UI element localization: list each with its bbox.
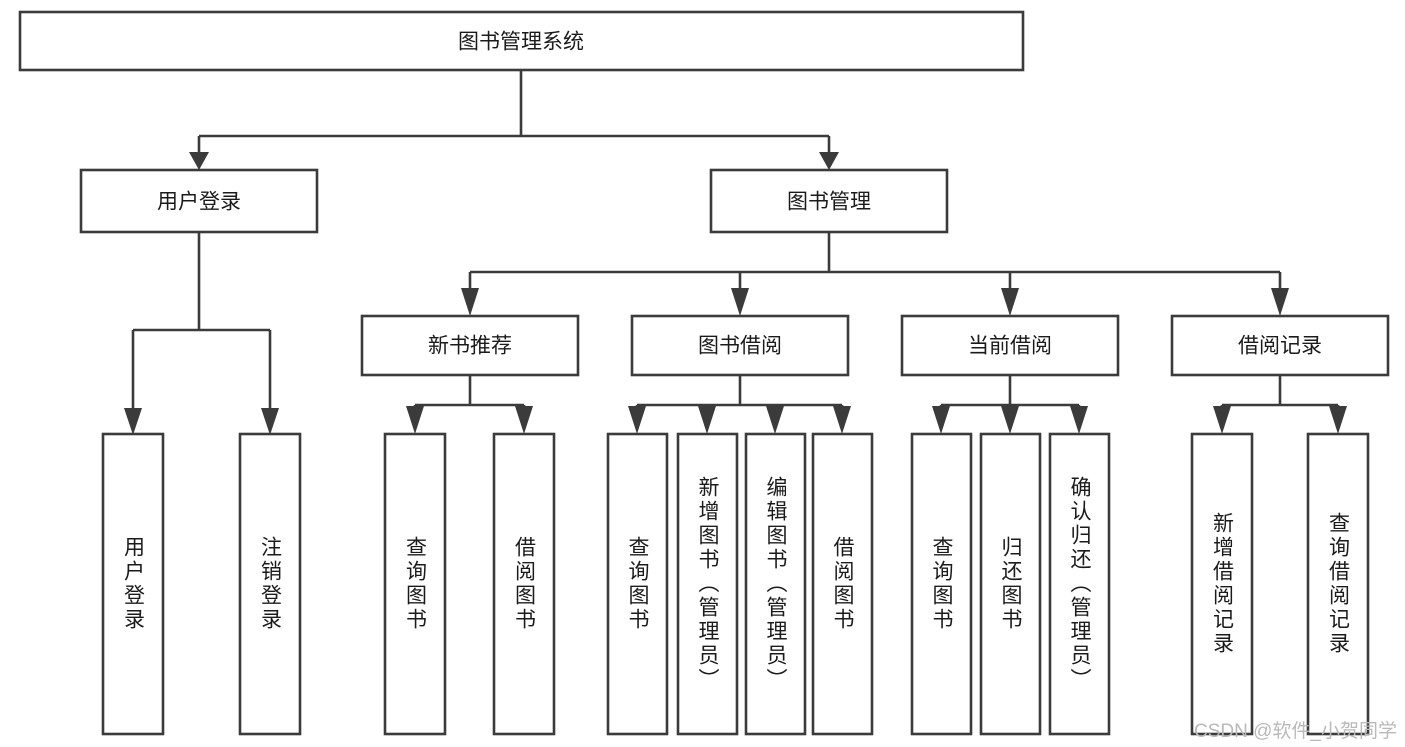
- connectors-borrowrecord-to-leaves: [1213, 375, 1347, 434]
- arrow-icon-leaf-logout: [261, 408, 279, 435]
- node-book-borrow-box[interactable]: [630, 314, 850, 377]
- arrow-icon-leaf-query-record: [1329, 406, 1347, 434]
- node-borrow-record[interactable]: 借阅记录: [1170, 314, 1390, 377]
- watermark-text: CSDN @软件_小贺同学: [1194, 721, 1397, 742]
- connectors-currentborrow-to-leaves: [932, 375, 1088, 434]
- arrow-icon-to-new-book-rec: [461, 288, 479, 316]
- leaf-box-return-book[interactable]: [979, 432, 1042, 736]
- connectors-bookborrow-to-leaves: [628, 375, 851, 434]
- leaf-box-borrow-book-b[interactable]: [811, 432, 874, 736]
- node-user-login[interactable]: 用户登录: [79, 168, 319, 234]
- node-book-borrow[interactable]: 图书借阅: [630, 314, 850, 377]
- arrow-icon-to-borrow-record: [1271, 288, 1289, 316]
- arrow-icon-leaf-add-record: [1213, 406, 1231, 434]
- leaf-box-logout[interactable]: [238, 432, 302, 736]
- node-new-book-rec-label: 新书推荐: [428, 335, 512, 358]
- arrow-icon-leaf-borrow-book-b: [833, 406, 851, 434]
- node-root[interactable]: 图书管理系统: [18, 10, 1025, 72]
- node-root-box[interactable]: [18, 10, 1025, 72]
- node-borrow-record-label: 借阅记录: [1238, 335, 1322, 358]
- arrow-icon-to-current-borrow: [1001, 288, 1019, 316]
- connectors-newbookrec-to-leaves: [406, 375, 533, 434]
- node-book-borrow-label: 图书借阅: [698, 335, 782, 358]
- node-current-borrow-label: 当前借阅: [968, 335, 1052, 358]
- node-user-login-box[interactable]: [79, 168, 319, 234]
- node-book-manage-box[interactable]: [709, 168, 949, 234]
- leaf-box-borrow-book-a[interactable]: [492, 432, 556, 736]
- leaf-box-confirm-return[interactable]: [1048, 432, 1111, 736]
- arrow-icon-to-book-borrow: [731, 288, 749, 316]
- arrow-icon-leaf-add-book: [698, 406, 716, 434]
- leaf-box-query-book-b[interactable]: [606, 432, 669, 736]
- arrow-icon-leaf-user-login: [124, 408, 142, 435]
- node-user-login-label: 用户登录: [157, 191, 241, 214]
- node-root-label: 图书管理系统: [458, 31, 584, 54]
- leaf-box-query-book-c[interactable]: [910, 432, 973, 736]
- leaf-box-add-book[interactable]: [676, 432, 739, 736]
- leaf-box-edit-book[interactable]: [744, 432, 807, 736]
- leaf-box-user-login[interactable]: [101, 432, 165, 736]
- node-book-manage[interactable]: 图书管理: [709, 168, 949, 234]
- arrow-icon-leaf-return-book: [1001, 406, 1019, 434]
- leaf-box-add-record[interactable]: [1190, 432, 1254, 736]
- arrow-icon-leaf-query-book-b: [628, 406, 646, 434]
- node-book-manage-label: 图书管理: [787, 191, 871, 214]
- arrow-icon-leaf-edit-book: [766, 406, 784, 434]
- leaf-box-query-record[interactable]: [1306, 432, 1370, 736]
- arrow-icon-leaf-query-book-a: [406, 406, 424, 434]
- connectors-bookmanage-to-level3: [461, 232, 1289, 316]
- arrow-icon-to-book-manage: [819, 152, 839, 170]
- arrow-icon-to-user-login: [189, 152, 209, 170]
- node-new-book-rec-box[interactable]: [360, 314, 580, 377]
- connectors-root-to-level2: [189, 70, 839, 170]
- arrow-icon-leaf-query-book-c: [932, 406, 950, 434]
- arrow-icon-leaf-confirm-return: [1070, 406, 1088, 434]
- node-borrow-record-box[interactable]: [1170, 314, 1390, 377]
- leaf-box-query-book-a[interactable]: [383, 432, 447, 736]
- node-new-book-rec[interactable]: 新书推荐: [360, 314, 580, 377]
- node-current-borrow[interactable]: 当前借阅: [900, 314, 1120, 377]
- arrow-icon-leaf-borrow-book-a: [515, 406, 533, 434]
- node-current-borrow-box[interactable]: [900, 314, 1120, 377]
- connectors-userlogin-to-leaves: [124, 232, 279, 435]
